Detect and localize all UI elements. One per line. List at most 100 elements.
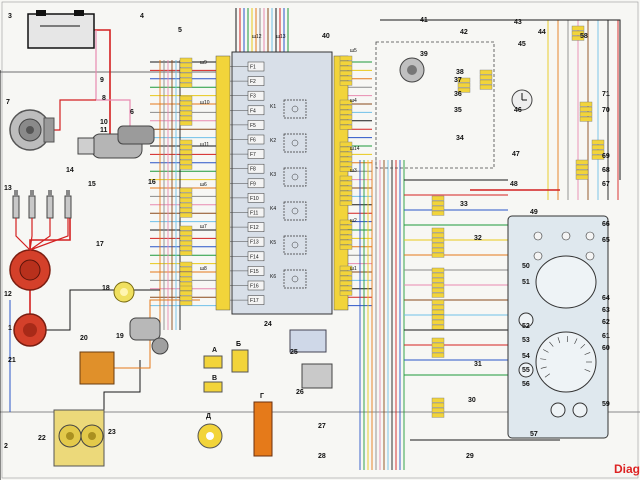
connector-pin: [179, 295, 193, 301]
connector-pin: [339, 151, 353, 157]
connector-pin: [179, 240, 193, 246]
component-number: 47: [512, 151, 520, 158]
connector-pin: [179, 100, 193, 106]
connector-pin: [179, 261, 193, 267]
component-number: 23: [108, 429, 116, 436]
component-number: 48: [510, 181, 518, 188]
fuse-label: F9: [250, 181, 256, 187]
connector-pin: [575, 169, 589, 175]
connector-label: ш6: [200, 182, 207, 188]
component-number: 26: [296, 389, 304, 396]
connector-pin: [179, 57, 193, 63]
relay: [283, 235, 307, 255]
relay-coil: [291, 207, 299, 215]
connector-pin: [339, 60, 353, 66]
component-number: 50: [522, 263, 530, 270]
component-number: 67: [602, 181, 610, 188]
plug-d: [197, 423, 223, 449]
connector-pin: [339, 99, 353, 105]
component-number: 25: [290, 349, 298, 356]
connector-pin: [591, 144, 605, 150]
gauge-tick: [557, 337, 561, 344]
component-number: 53: [522, 337, 530, 344]
connector-pin: [339, 80, 353, 86]
relay-coil: [291, 241, 299, 249]
fuse-label: F8: [250, 167, 256, 173]
fuse-label: F4: [250, 108, 256, 114]
component-number: 57: [530, 431, 538, 438]
indicator-lamp: [533, 251, 543, 261]
component-number: 28: [318, 453, 326, 460]
gauge-tick: [574, 338, 578, 345]
gauge-tick: [584, 352, 591, 355]
connector-pin: [339, 224, 353, 230]
connector-pin: [179, 245, 193, 251]
connector-pin: [179, 115, 193, 121]
component-number: 27: [318, 423, 326, 430]
spark-plug: [46, 195, 54, 219]
component-number: 41: [420, 17, 428, 24]
fuse-slots: F1F2F3F4F5F6F7F8F9F10F11F12F13F14F15F16F…: [230, 61, 265, 305]
connector-pin: [179, 67, 193, 73]
connector-pin: [571, 25, 585, 31]
switch-block-right: [375, 41, 495, 169]
connector-pin: [339, 104, 353, 110]
connector-pin: [431, 242, 445, 248]
gauge-tick: [543, 349, 549, 353]
connector-pin: [179, 82, 193, 88]
wire: [29, 218, 33, 251]
diagram-footer-label: Diag: [613, 462, 640, 476]
component-number: 40: [322, 33, 330, 40]
gauge-tick: [580, 343, 586, 349]
connector-pin: [179, 300, 193, 306]
connector-label: ш3: [350, 168, 357, 174]
plug-g: [253, 401, 273, 457]
component-number: 7: [6, 99, 10, 106]
connector-pin: [179, 250, 193, 256]
component-number: 35: [454, 107, 462, 114]
voltage-regulator: [79, 351, 115, 385]
connector-pin: [179, 225, 193, 231]
connector-label: ш7: [200, 224, 207, 230]
connector-pin: [179, 149, 193, 155]
connector-pin: [431, 299, 445, 305]
connector-pin: [431, 319, 445, 325]
component-number: 3: [8, 13, 12, 20]
connector-label: ш4: [350, 98, 357, 104]
connector-pin: [431, 232, 445, 238]
connector-pin: [339, 166, 353, 172]
connector-pin: [431, 292, 445, 298]
fuse-label: F5: [250, 123, 256, 129]
connector-pin: [339, 185, 353, 191]
component-number: 66: [602, 221, 610, 228]
connector-pin: [431, 397, 445, 403]
connector-pin: [431, 237, 445, 243]
connector-pin: [431, 287, 445, 293]
component-number: 58: [580, 33, 588, 40]
connector-pin: [431, 304, 445, 310]
component-number: 19: [116, 333, 124, 340]
connector-pin: [579, 116, 593, 122]
connector-label: ш11: [200, 142, 209, 148]
relay: [283, 99, 307, 119]
component-number: 24: [264, 321, 272, 328]
fuse-block-left-terminals: [215, 55, 231, 311]
relay-coil: [291, 139, 299, 147]
connector-pin: [431, 282, 445, 288]
component-number: 5: [178, 27, 182, 34]
connector-pin: [179, 207, 193, 213]
spark-plug-tip: [66, 190, 70, 196]
connector-label: ш5: [350, 48, 357, 54]
connector-pin: [179, 290, 193, 296]
connector-pin: [431, 277, 445, 283]
component-number: 56: [522, 381, 530, 388]
relay-label: K3: [270, 172, 276, 178]
clock: [511, 89, 533, 111]
connector-pin: [575, 164, 589, 170]
spark-plug: [64, 195, 72, 219]
gauge-tick: [544, 373, 550, 378]
component-number: 45: [518, 41, 526, 48]
